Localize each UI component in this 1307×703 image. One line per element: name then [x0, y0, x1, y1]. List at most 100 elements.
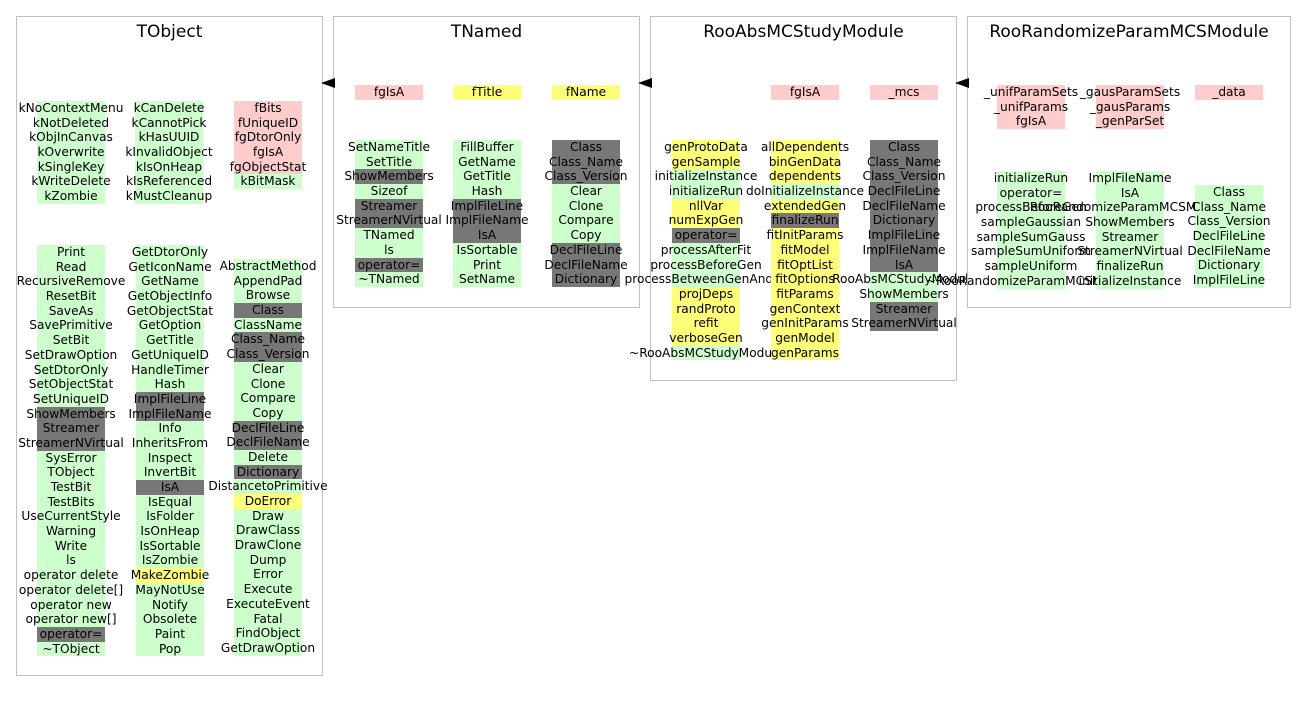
member-label: randProto [676, 301, 736, 316]
member-cell: processBetweenGenAndFit [625, 272, 787, 287]
member-cell: initializeRun [669, 184, 743, 199]
member-label: allDependents [760, 140, 850, 154]
member-cell: ImplFileLine [451, 198, 523, 214]
member-cell: kObjInCanvas [29, 130, 113, 146]
member-cell: genModel [771, 330, 839, 346]
member-cell: _genParSet [1096, 114, 1164, 130]
member-cell: fitOptList [771, 257, 839, 273]
member-label: initializeInstance [654, 169, 758, 184]
member-cell: Warning [37, 524, 105, 539]
member-label: operator= [674, 228, 738, 243]
member-label: ClassName [233, 317, 303, 332]
member-cell: Error [234, 567, 302, 583]
member-label: fgObjectStat [229, 159, 307, 174]
member-label: doInitializeInstance [745, 184, 865, 199]
member-cell: GetTitle [453, 169, 521, 185]
member-label: genParams [771, 345, 839, 360]
member-column: fName [552, 85, 620, 100]
member-label: fitModel [780, 242, 830, 257]
member-label: GetName [458, 154, 516, 169]
member-cell: initializeInstance [655, 169, 757, 185]
member-cell: Class [552, 140, 620, 155]
member-label: sampleSumUniform [970, 244, 1092, 259]
member-label: ImplFileName [445, 213, 529, 228]
member-label: genModel [775, 330, 835, 345]
member-cell: ShowMembers [1085, 215, 1175, 230]
member-label: Notify [151, 597, 189, 612]
member-label: DeclFileName [544, 257, 628, 272]
member-label: StreamerNVirtual [851, 316, 957, 331]
member-column: _mcs [870, 85, 938, 100]
member-cell: operator delete [24, 568, 118, 583]
member-label: DistancetoPrimitive [208, 479, 328, 494]
member-label: GetTitle [463, 169, 511, 184]
member-cell: StreamerNVirtual [336, 213, 442, 229]
member-cell: Info [136, 421, 204, 436]
member-cell: SetDtorOnly [34, 362, 108, 378]
member-cell: IsSortable [136, 538, 204, 554]
member-cell: Class [234, 303, 302, 318]
member-cell: Read [37, 259, 105, 275]
member-cell: fgIsA [771, 85, 839, 100]
member-label: ShowMembers [1085, 215, 1175, 230]
member-cell: FindObject [234, 626, 302, 641]
member-cell: _data [1195, 85, 1263, 100]
member-label: Hash [154, 377, 186, 392]
member-cell: kBitMask [234, 174, 302, 190]
member-label: finalizeRun [1096, 259, 1164, 274]
member-cell: Streamer [870, 301, 938, 317]
member-cell: Class_Name [1192, 199, 1266, 215]
member-label: IsA [1120, 185, 1140, 200]
member-cell: RooRandomizeParamMCSModule [1030, 200, 1230, 216]
member-column: fTitle [453, 85, 521, 100]
member-label: kIsReferenced [125, 174, 213, 189]
member-label: Read [55, 259, 87, 274]
member-cell: GetObjectInfo [128, 289, 212, 304]
member-cell: DrawClass [234, 523, 302, 539]
member-cell: ls [37, 553, 105, 569]
member-cell: operator new [30, 597, 112, 613]
member-label: Clear [252, 361, 284, 376]
member-cell: DeclFileLine [1193, 229, 1265, 244]
member-label: operator new[] [25, 612, 117, 627]
member-cell: ClassName [233, 317, 303, 333]
member-cell: IsEqual [136, 494, 204, 510]
member-label: TestBits [47, 494, 95, 509]
member-cell: GetUniqueID [131, 347, 209, 363]
member-label: StreamerNVirtual [1077, 244, 1183, 259]
member-label: ShowMembers [344, 169, 434, 184]
member-cell: StreamerNVirtual [18, 435, 124, 451]
member-label: fitOptList [777, 257, 833, 272]
member-label: SetUniqueID [33, 391, 109, 406]
member-label: GetOption [138, 318, 202, 333]
member-label: ~RooAbsMCStudyModule [629, 345, 783, 360]
member-cell: numExpGen [669, 213, 743, 229]
member-cell: SavePrimitive [29, 318, 113, 334]
member-cell: Clone [234, 376, 302, 392]
member-cell: Compare [552, 213, 620, 229]
class-box-roorandomizeparammcsmodule: RooRandomizeParamMCSModule _unifParamSet… [926, 16, 1291, 308]
member-cell: Dictionary [1195, 258, 1263, 274]
member-cell: IsSortable [453, 242, 521, 258]
member-label: Dump [249, 552, 287, 567]
member-cell: fBits [234, 101, 302, 116]
member-cell: processBeforeGen [650, 257, 762, 273]
member-cell: Inspect [136, 450, 204, 466]
member-label: kCanDelete [133, 101, 205, 115]
member-cell: sampleUniform [985, 259, 1077, 274]
member-cell: fitModel [771, 242, 839, 258]
member-label: Clone [250, 376, 286, 391]
member-cell: Class_Name [867, 154, 941, 170]
member-cell: initializeRun [994, 171, 1068, 186]
member-cell: Print [453, 257, 521, 273]
member-cell: finalizeRun [1096, 259, 1164, 274]
member-label: _gausParams [1089, 99, 1171, 114]
member-label: SetBit [52, 333, 90, 348]
member-label: verboseGen [669, 330, 743, 345]
member-label: SetObjectStat [28, 377, 114, 392]
class-title: RooAbsMCStudyModule [703, 22, 904, 42]
member-cell: MakeZombie [131, 568, 209, 583]
member-label: Inspect [147, 450, 193, 465]
